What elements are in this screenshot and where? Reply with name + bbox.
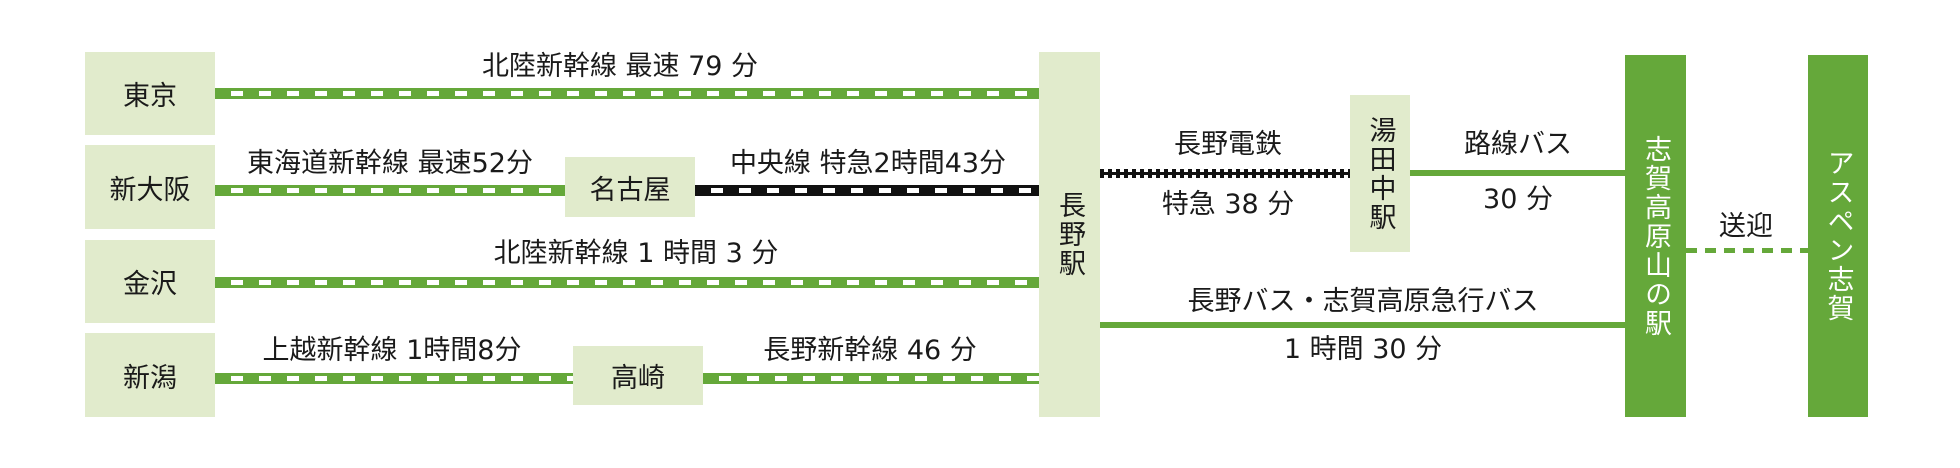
line-shiga-aspen <box>1686 248 1808 253</box>
line-nagano-shiga <box>1100 322 1625 328</box>
route-label-nagoya-nagano: 中央線 特急2時間43分 <box>729 148 1007 179</box>
destination-aspen-shiga: アスペン志賀 <box>1808 55 1868 417</box>
station-kanazawa: 金沢 <box>85 240 215 323</box>
line-niigata-takasaki <box>215 373 573 384</box>
route-label-express-bus-time: 1 時間 30 分 <box>1283 334 1443 365</box>
route-label-nagano-dentetsu: 長野電鉄 <box>1174 129 1282 160</box>
station-takasaki-label: 高崎 <box>611 363 665 394</box>
station-shin-osaka-label: 新大阪 <box>109 174 191 206</box>
station-nagoya: 名古屋 <box>565 157 695 217</box>
route-label-kanazawa-nagano: 北陸新幹線 1 時間 3 分 <box>493 238 779 269</box>
route-label-takasaki-nagano: 長野新幹線 46 分 <box>763 335 977 366</box>
station-niigata: 新潟 <box>85 333 215 417</box>
station-kanazawa-label: 金沢 <box>123 269 177 300</box>
line-takasaki-nagano <box>703 373 1039 384</box>
station-nagoya-label: 名古屋 <box>589 174 671 206</box>
route-label-shuttle: 送迎 <box>1719 211 1773 242</box>
station-yudanaka-label: 湯田中駅 <box>1364 115 1396 232</box>
route-label-niigata-takasaki: 上越新幹線 1時間8分 <box>262 335 522 366</box>
line-kanazawa-nagano <box>215 277 1039 288</box>
station-nagano: 長野駅 <box>1039 52 1100 417</box>
station-tokyo: 東京 <box>85 52 215 135</box>
route-label-local-bus: 路線バス <box>1464 129 1572 160</box>
station-shiga-kogen-label: 志賀高原山の駅 <box>1640 134 1671 338</box>
route-label-express-bus: 長野バス・志賀高原急行バス <box>1187 286 1539 317</box>
line-nagoya-nagano <box>695 185 1039 196</box>
line-nagano-yudanaka-bar <box>1100 172 1350 175</box>
destination-aspen-shiga-label: アスペン志賀 <box>1822 149 1854 323</box>
station-takasaki: 高崎 <box>573 346 703 405</box>
line-tokyo-nagano <box>215 88 1039 99</box>
route-label-nagano-dentetsu-time: 特急 38 分 <box>1161 189 1295 220</box>
station-tokyo-label: 東京 <box>123 81 177 112</box>
route-label-osaka-nagoya: 東海道新幹線 最速52分 <box>247 148 533 179</box>
station-yudanaka: 湯田中駅 <box>1350 95 1410 252</box>
route-label-tokyo-nagano: 北陸新幹線 最速 79 分 <box>481 51 759 82</box>
line-yudanaka-shiga <box>1410 170 1625 176</box>
route-label-local-bus-time: 30 分 <box>1483 184 1553 215</box>
station-shiga-kogen: 志賀高原山の駅 <box>1625 55 1686 417</box>
station-nagano-label: 長野駅 <box>1054 191 1085 278</box>
line-osaka-nagoya <box>215 185 565 196</box>
station-shin-osaka: 新大阪 <box>85 145 215 229</box>
station-niigata-label: 新潟 <box>123 362 177 394</box>
